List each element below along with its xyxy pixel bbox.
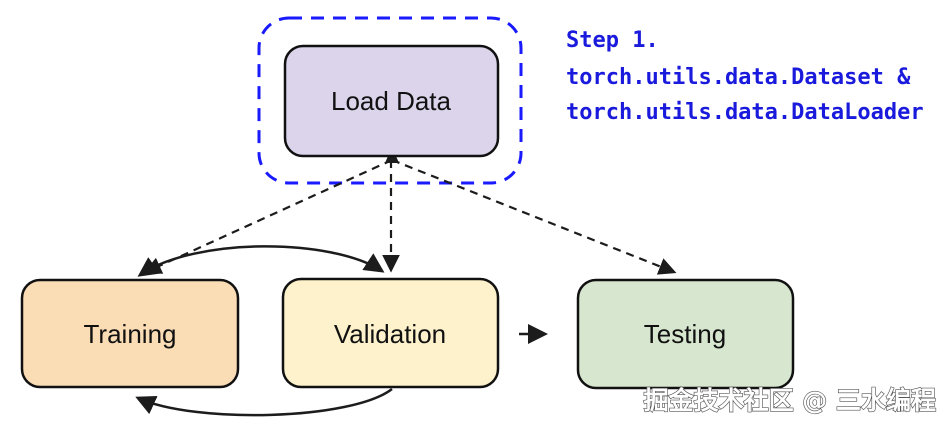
step-annotation: Step 1. torch.utils.data.Dataset & torch… [566,28,924,125]
load-data-box [283,44,500,158]
validation-label: Validation [334,319,446,349]
node-load-data: Load Data [283,44,500,158]
validation-box [281,277,500,389]
edge-validation-to-training-bottom-arc [135,388,393,417]
load-data-label: Load Data [331,86,452,116]
load-data-highlight-box [257,16,523,185]
training-label: Training [84,319,177,349]
node-testing: Testing [576,278,795,390]
cycle-edges [135,245,548,417]
testing-box [576,278,795,390]
edge-loaddata-to-testing [391,158,677,275]
annotation-line-2: torch.utils.data.Dataset & [566,65,911,90]
node-validation: Validation [281,277,500,389]
annotation-line-1: Step 1. [566,28,659,53]
testing-label: Testing [644,319,726,349]
training-box [20,278,240,389]
dashed-edges [143,158,677,275]
watermark-text: 掘金技术社区 @ 三水编程 [644,386,936,415]
annotation-line-3: torch.utils.data.DataLoader [566,100,924,125]
edge-training-validation-top-arc [137,245,385,277]
node-training: Training [20,278,240,389]
